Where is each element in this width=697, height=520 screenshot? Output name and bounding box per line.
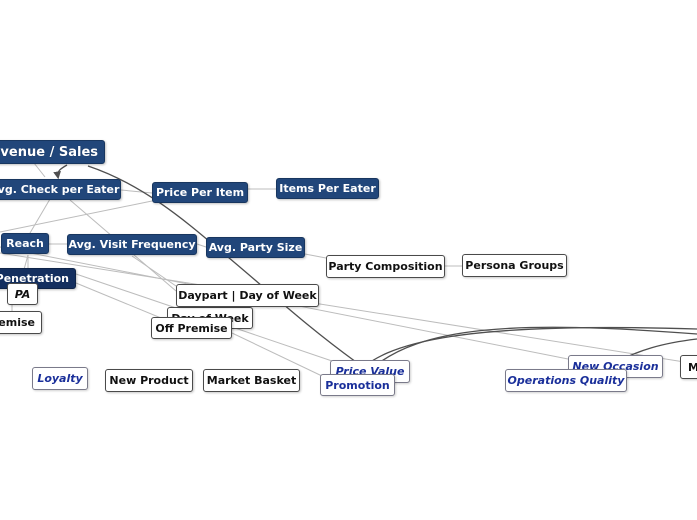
daypart-day-of-week-node[interactable]: Daypart | Day of Week <box>176 284 319 307</box>
promotion-node[interactable]: Promotion <box>320 374 395 396</box>
connector-check-reach <box>29 198 51 234</box>
clipped-m-node[interactable]: M <box>680 355 697 379</box>
avg-party-size-node[interactable]: Avg. Party Size <box>206 237 305 258</box>
connector-revenue-check-left <box>33 162 46 178</box>
market-basket-node[interactable]: Market Basket <box>203 369 300 392</box>
price-per-item-node[interactable]: Price Per Item <box>152 182 248 203</box>
loop-promotion-right-edge <box>369 326 697 371</box>
reach-node[interactable]: Reach <box>1 233 49 254</box>
items-per-eater-node[interactable]: Items Per Eater <box>276 178 379 199</box>
arrow-revenue-check <box>53 164 68 180</box>
operations-quality-node[interactable]: Operations Quality <box>505 369 627 392</box>
connector-off-premise-promotion <box>231 332 323 377</box>
connector-check-price <box>120 189 153 194</box>
connector-party-size-composition <box>304 253 327 259</box>
off-premise-node[interactable]: Off Premise <box>151 317 232 339</box>
connector-reach-right-edge <box>0 252 697 365</box>
connector-penetration-off-premise <box>75 282 162 319</box>
avg-check-per-eater-node[interactable]: Avg. Check per Eater <box>0 179 121 200</box>
connector-frequency-party-size <box>196 243 207 248</box>
connector-frequency-daypart <box>131 255 177 287</box>
revenue-sales-node[interactable]: Revenue / Sales <box>0 140 105 164</box>
party-composition-node[interactable]: Party Composition <box>326 255 445 278</box>
connector-price-left-reach <box>0 200 153 233</box>
new-product-node[interactable]: New Product <box>105 369 193 392</box>
loyalty-node[interactable]: Loyalty <box>32 367 88 390</box>
on-premise-node[interactable]: On Premise <box>0 311 42 334</box>
avg-visit-frequency-node[interactable]: Avg. Visit Frequency <box>67 234 197 255</box>
persona-groups-node[interactable]: Persona Groups <box>462 254 567 277</box>
pa-node[interactable]: PA <box>7 283 38 305</box>
